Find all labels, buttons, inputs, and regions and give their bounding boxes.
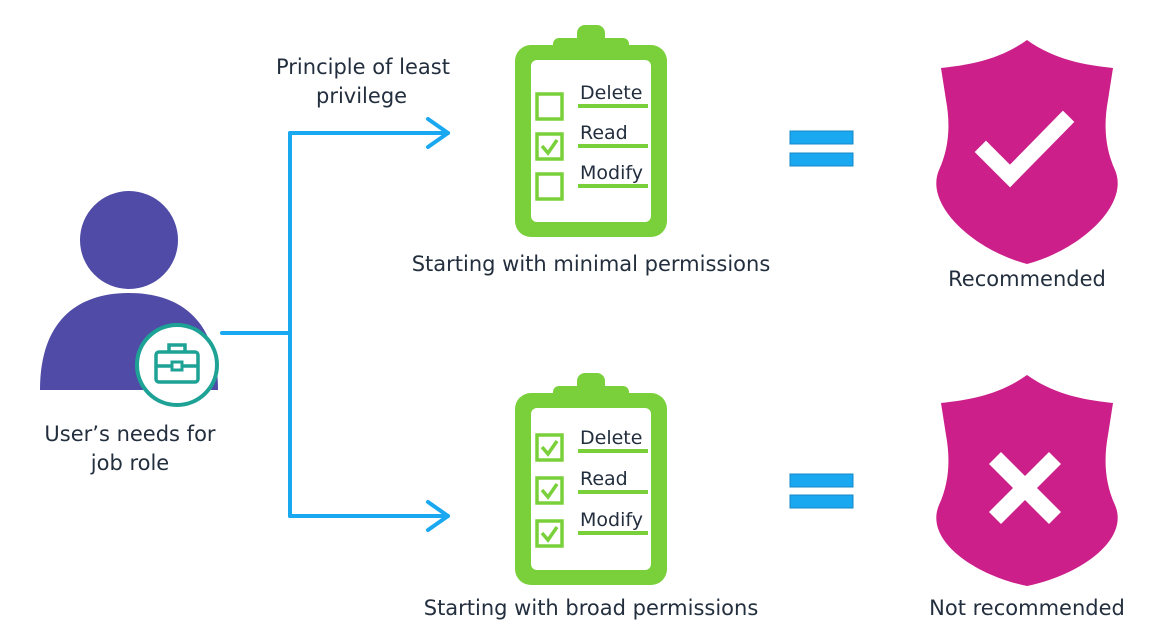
principle-label-line1: Principle of least — [276, 55, 450, 79]
result-label-recommended: Recommended — [948, 267, 1106, 291]
checkbox-delete-broad — [535, 433, 564, 462]
result-label-not-recommended: Not recommended — [929, 596, 1125, 620]
caption-minimal: Starting with minimal permissions — [411, 252, 771, 276]
shield-x-icon — [936, 375, 1118, 586]
principle-label-line2: privilege — [316, 84, 408, 108]
checkbox-modify-minimal — [535, 172, 564, 201]
label-modify-minimal: Modify — [580, 162, 643, 184]
label-read-broad: Read — [580, 468, 628, 490]
user-label-line2: job role — [90, 451, 170, 475]
shield-check-icon — [936, 40, 1118, 264]
caption-broad: Starting with broad permissions — [423, 596, 759, 620]
briefcase-badge-icon — [135, 323, 219, 407]
checkbox-modify-broad — [535, 519, 564, 548]
equals-icon-minimal — [789, 130, 854, 167]
checkbox-read-broad — [535, 476, 564, 505]
label-modify-broad: Modify — [580, 509, 643, 531]
user-label-line1: User’s needs for — [44, 422, 216, 446]
label-read-minimal: Read — [580, 122, 628, 144]
connector-lines — [220, 117, 450, 532]
label-delete-minimal: Delete — [580, 82, 642, 104]
equals-icon-broad — [789, 473, 854, 509]
checkbox-delete-minimal — [535, 92, 564, 121]
label-delete-broad: Delete — [580, 427, 642, 449]
checkbox-read-minimal — [535, 132, 564, 161]
